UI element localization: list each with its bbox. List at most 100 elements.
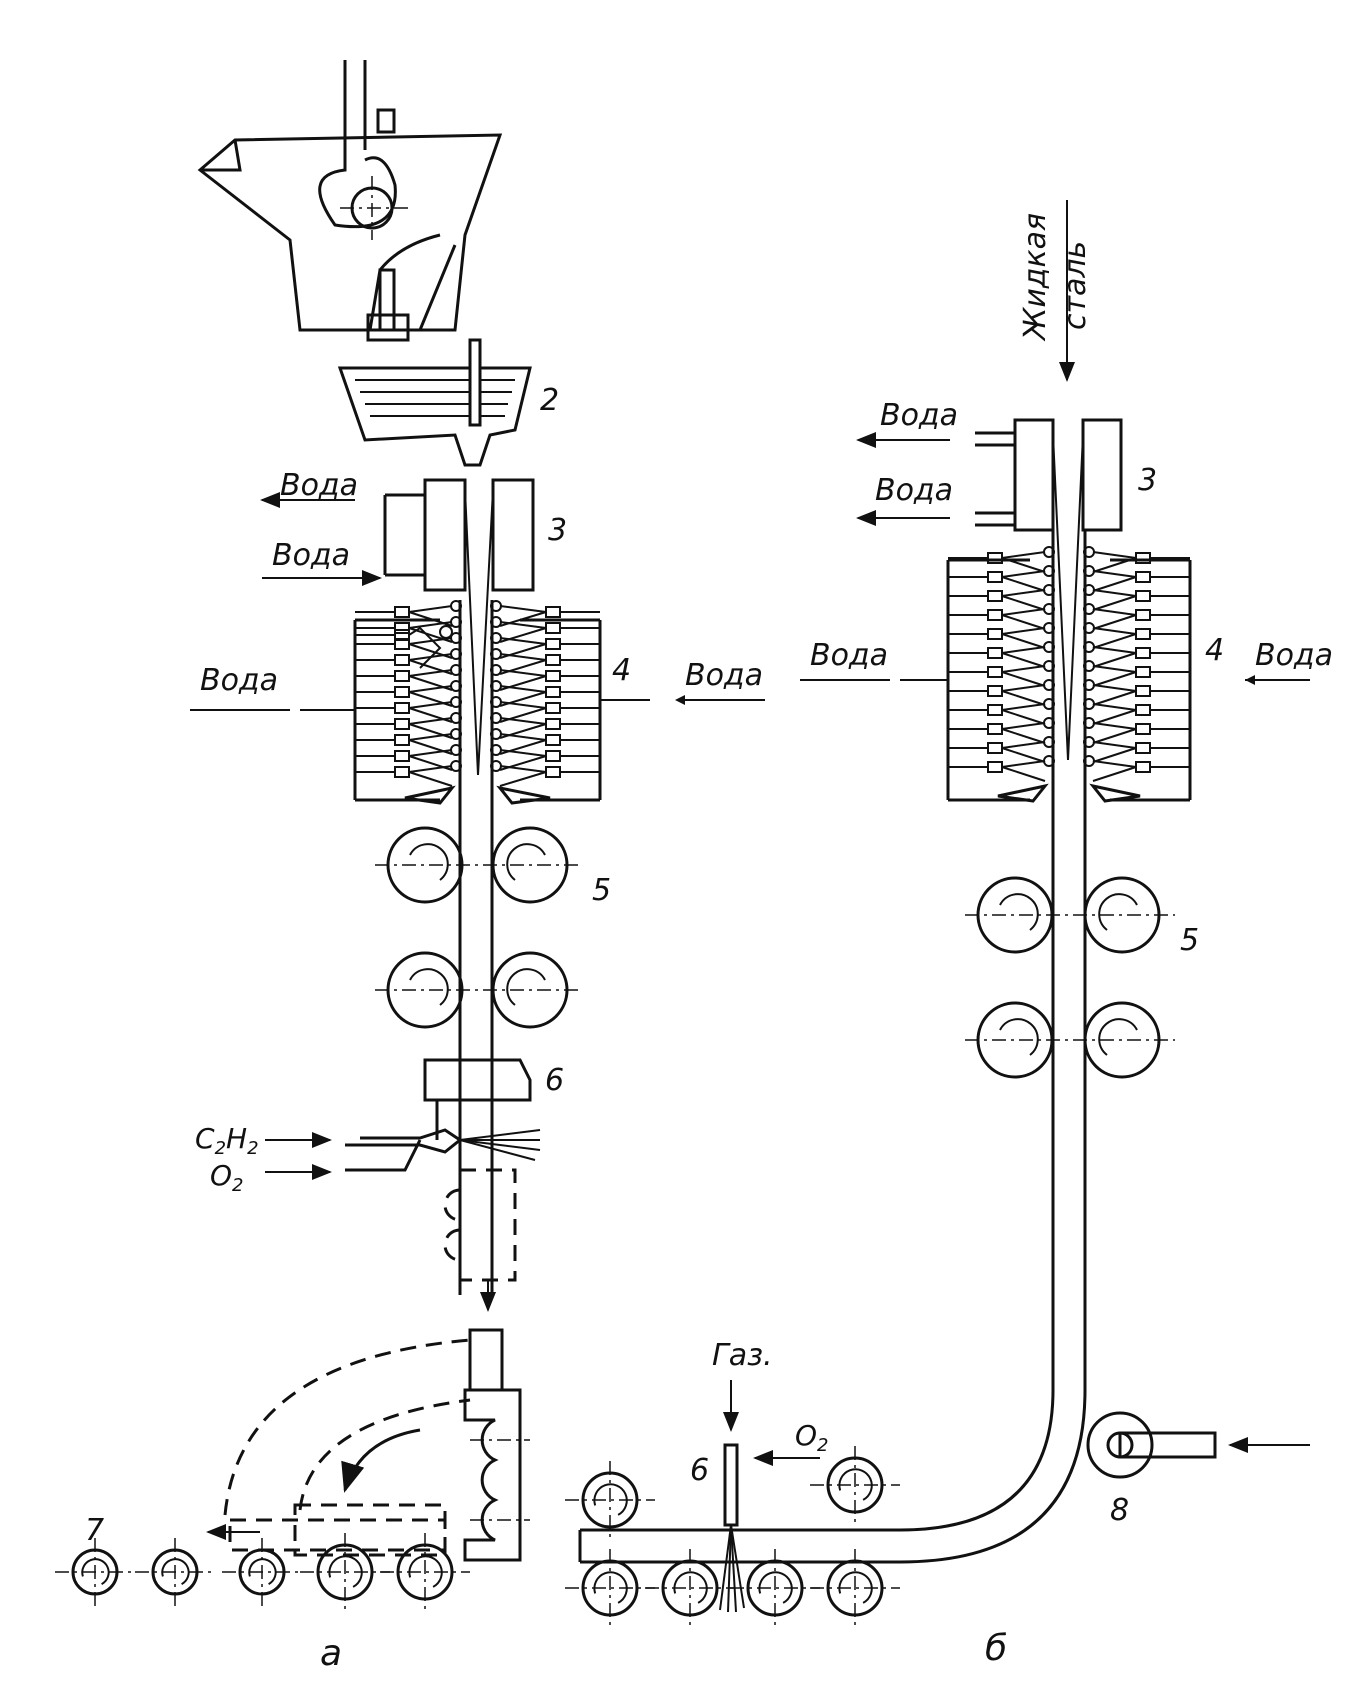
liquid-steel-label-1: Жидкая — [1018, 213, 1053, 342]
spray-jet — [1092, 570, 1137, 592]
o2-label-a: O2 — [210, 1159, 244, 1196]
rotation-arrow — [593, 1483, 628, 1516]
support-roller — [490, 680, 502, 692]
tundish — [337, 338, 532, 467]
rotation-arrow — [593, 1571, 628, 1604]
rotation-arrow — [758, 1571, 793, 1604]
support-roller — [490, 616, 502, 628]
bending-roll — [1086, 1411, 1310, 1479]
spray-nozzle — [987, 742, 1003, 754]
support-roller — [450, 680, 462, 692]
support-shoe — [1089, 783, 1141, 803]
c2h2-label: C2H2 — [195, 1122, 259, 1159]
spray-nozzle — [1135, 609, 1151, 621]
support-roller — [1083, 755, 1095, 767]
spray-nozzle — [1135, 704, 1151, 716]
spray-jet — [1092, 741, 1137, 763]
support-roller — [1083, 641, 1095, 653]
spray-nozzle — [1135, 647, 1151, 659]
label-number-2: 2 — [540, 383, 559, 418]
support-roller — [490, 648, 502, 660]
rotation-arrow — [328, 1555, 363, 1588]
scheme-b: Жидкая сталь 3 Вода Вода 4 Вод — [565, 200, 1333, 1669]
spray-nozzle — [1135, 685, 1151, 697]
spray-nozzle — [394, 606, 410, 618]
support-roller — [1043, 717, 1055, 729]
support-roller — [490, 712, 502, 724]
ladle — [197, 60, 503, 342]
water-label-a3: Вода — [200, 663, 278, 698]
rotation-arrow — [408, 1555, 443, 1588]
support-roller — [490, 760, 502, 772]
support-roller — [1083, 717, 1095, 729]
support-roller — [1083, 584, 1095, 596]
spray-jet — [1092, 665, 1137, 687]
spray-nozzle — [394, 670, 410, 682]
spray-jet — [1001, 589, 1046, 611]
label-number-3-b: 3 — [1138, 463, 1157, 498]
spray-nozzle — [394, 750, 410, 762]
subfigure-label-b: б — [985, 1628, 1007, 1669]
spray-jet — [1092, 646, 1137, 668]
spray-nozzle — [545, 702, 561, 714]
spray-nozzle — [987, 628, 1003, 640]
support-roller — [1043, 641, 1055, 653]
water-label-b2: Вода — [875, 473, 953, 508]
spray-jet — [1092, 551, 1137, 573]
spray-nozzle — [545, 622, 561, 634]
label-number-4-a: 4 — [612, 653, 631, 688]
mold-b — [975, 418, 1123, 761]
label-number-7: 7 — [85, 1513, 104, 1548]
spray-jet — [1092, 760, 1137, 782]
spray-nozzle — [394, 686, 410, 698]
support-roller — [1043, 584, 1055, 596]
support-roller — [1083, 603, 1095, 615]
spray-nozzle — [1135, 742, 1151, 754]
spray-jet — [1001, 570, 1046, 592]
spray-jet — [1001, 608, 1046, 630]
support-roller — [450, 600, 462, 612]
support-roller — [1043, 622, 1055, 634]
spray-nozzle — [987, 571, 1003, 583]
label-number-6-a: 6 — [545, 1063, 564, 1098]
spray-jet — [1001, 722, 1046, 744]
label-number-8: 8 — [1110, 1493, 1129, 1528]
support-shoe — [997, 783, 1049, 803]
spray-nozzle — [1135, 571, 1151, 583]
spray-nozzle — [987, 704, 1003, 716]
pull-rolls-b — [965, 876, 1175, 1079]
spray-nozzle — [987, 609, 1003, 621]
spray-nozzle — [394, 766, 410, 778]
spray-nozzle — [394, 718, 410, 730]
spray-jet — [1092, 627, 1137, 649]
water-label-b1: Вода — [880, 398, 958, 433]
spray-nozzle — [545, 750, 561, 762]
spray-jet — [1001, 741, 1046, 763]
secondary-cooling-b — [946, 530, 1192, 1390]
spray-jet — [1001, 684, 1046, 706]
spray-nozzle — [545, 766, 561, 778]
support-roller — [450, 632, 462, 644]
spray-nozzle — [545, 670, 561, 682]
support-roller — [450, 744, 462, 756]
spray-nozzle — [987, 685, 1003, 697]
tilting-device — [206, 1328, 530, 1562]
cutter-b — [719, 1380, 820, 1613]
spray-nozzles-b — [948, 546, 1190, 803]
spray-nozzle — [987, 761, 1003, 773]
spray-jet — [1001, 665, 1046, 687]
label-number-5-a: 5 — [592, 873, 611, 908]
rotation-arrow — [838, 1571, 873, 1604]
support-roller — [1043, 698, 1055, 710]
label-number-3-a: 3 — [548, 513, 567, 548]
support-roller — [1043, 603, 1055, 615]
support-roller — [490, 744, 502, 756]
spray-jet — [1092, 608, 1137, 630]
spray-nozzle — [987, 666, 1003, 678]
support-roller — [1083, 622, 1095, 634]
spray-jet — [1092, 722, 1137, 744]
spray-nozzle — [987, 723, 1003, 735]
support-roller — [490, 600, 502, 612]
pull-rolls-a — [375, 826, 580, 1029]
